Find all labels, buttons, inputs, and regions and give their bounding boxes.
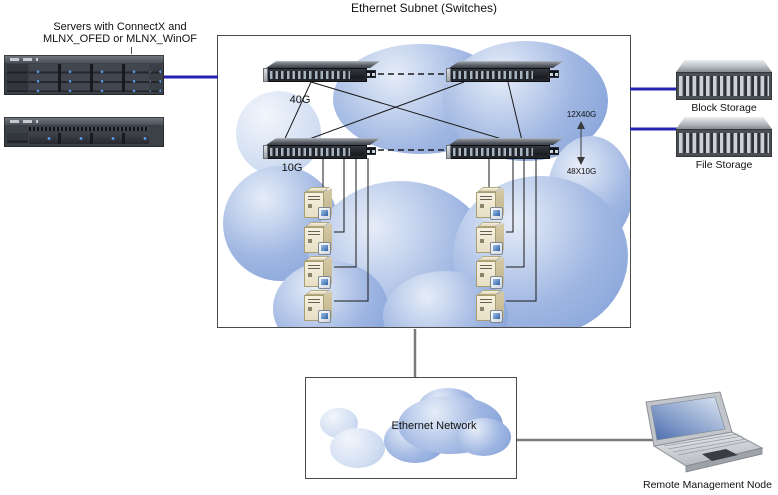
laptop-screen — [650, 396, 726, 441]
pc-monitor-icon — [490, 242, 503, 255]
switch-ports — [446, 145, 550, 159]
pc-side-face — [496, 188, 504, 219]
ethernet-network-label: Ethernet Network — [391, 420, 477, 432]
switch-top-face — [449, 61, 564, 68]
servers-group-label-line1: Servers with ConnectX and — [53, 21, 187, 33]
server-front-panel — [4, 125, 164, 147]
server-side-bays — [7, 64, 28, 92]
storage-block-image — [676, 60, 772, 100]
switch-top-face — [449, 138, 564, 145]
servers-group-label-line2: MLNX_OFED or MLNX_WinOF — [42, 33, 198, 45]
server-vent-detail — [10, 120, 38, 123]
laptop-keyboard — [663, 433, 751, 456]
pc-monitor-icon — [490, 276, 503, 289]
servers-group-label: Servers with ConnectX and MLNX_OFED or M… — [15, 21, 225, 45]
pc-side-face — [496, 223, 504, 254]
laptop-front-edge — [685, 447, 763, 473]
server-drive-bays — [29, 64, 149, 92]
switch-top-face — [266, 138, 381, 145]
link-speed-label-10g: 10G — [281, 162, 303, 174]
storage-file-image — [676, 117, 772, 157]
storage-drive-slots — [676, 129, 772, 157]
ethernet-subnet-box: 40G 10G 12X40G 48X10G — [217, 35, 631, 328]
storage-top-face — [676, 117, 772, 129]
switch-rack-ear — [446, 145, 451, 159]
remote-management-label: Remote Management Node — [643, 479, 772, 491]
pc-side-face — [324, 223, 332, 254]
switch-mgmt-ports — [548, 147, 559, 155]
switch-mgmt-ports — [548, 70, 559, 78]
host-pc-node — [476, 187, 506, 221]
server-top-face — [4, 117, 164, 125]
pc-side-face — [324, 291, 332, 322]
cloud-shape — [456, 418, 511, 456]
switch-leaf-2 — [446, 138, 564, 159]
pc-monitor-icon — [318, 276, 331, 289]
storage-file-label: File Storage — [695, 159, 753, 171]
storage-drive-slots — [676, 72, 772, 100]
pc-monitor-icon — [318, 207, 331, 220]
page-title: Ethernet Subnet (Switches) — [350, 1, 498, 15]
rack-server-2u-image — [4, 55, 164, 95]
server-vent-strip — [29, 127, 149, 131]
storage-top-face — [676, 60, 772, 72]
server-front-panel — [4, 63, 164, 95]
switch-ports — [263, 68, 367, 82]
link-speed-label-40g: 40G — [289, 94, 311, 106]
switch-spine-1 — [263, 61, 381, 82]
storage-block-label: Block Storage — [691, 102, 757, 114]
host-pc-node — [304, 222, 334, 256]
pc-monitor-icon — [318, 310, 331, 323]
switch-rack-ear — [263, 145, 268, 159]
server-top-face — [4, 55, 164, 63]
server-side-bays — [7, 133, 28, 144]
pc-side-face — [496, 291, 504, 322]
switch-ports — [446, 68, 550, 82]
switch-spine-2 — [446, 61, 564, 82]
host-pc-node — [304, 187, 334, 221]
server-drive-bays — [29, 133, 149, 144]
host-pc-node — [476, 222, 506, 256]
cloud-shape — [330, 428, 385, 468]
laptop-image — [645, 391, 764, 473]
host-pc-node — [476, 256, 506, 290]
switch-leaf-1 — [263, 138, 381, 159]
laptop-touchpad — [702, 449, 738, 461]
pc-monitor-icon — [490, 310, 503, 323]
pc-monitor-icon — [318, 242, 331, 255]
host-pc-node — [304, 290, 334, 324]
switch-rack-ear — [263, 68, 268, 82]
server-vent-detail — [10, 58, 38, 61]
switch-ports — [263, 145, 367, 159]
label-leader-line — [131, 47, 132, 54]
pc-side-face — [324, 188, 332, 219]
pc-side-face — [324, 257, 332, 288]
host-pc-node — [304, 256, 334, 290]
storage-uplink-label: 12X40G — [566, 110, 597, 119]
storage-downlink-label: 48X10G — [566, 167, 597, 176]
switch-mgmt-ports — [365, 70, 376, 78]
ethernet-network-box: Ethernet Network — [305, 377, 517, 479]
switch-top-face — [266, 61, 381, 68]
server-right-bays — [150, 64, 161, 92]
rack-server-1u-image — [4, 117, 164, 147]
switch-rack-ear — [446, 68, 451, 82]
host-pc-node — [476, 290, 506, 324]
pc-monitor-icon — [490, 207, 503, 220]
switch-mgmt-ports — [365, 147, 376, 155]
pc-side-face — [496, 257, 504, 288]
